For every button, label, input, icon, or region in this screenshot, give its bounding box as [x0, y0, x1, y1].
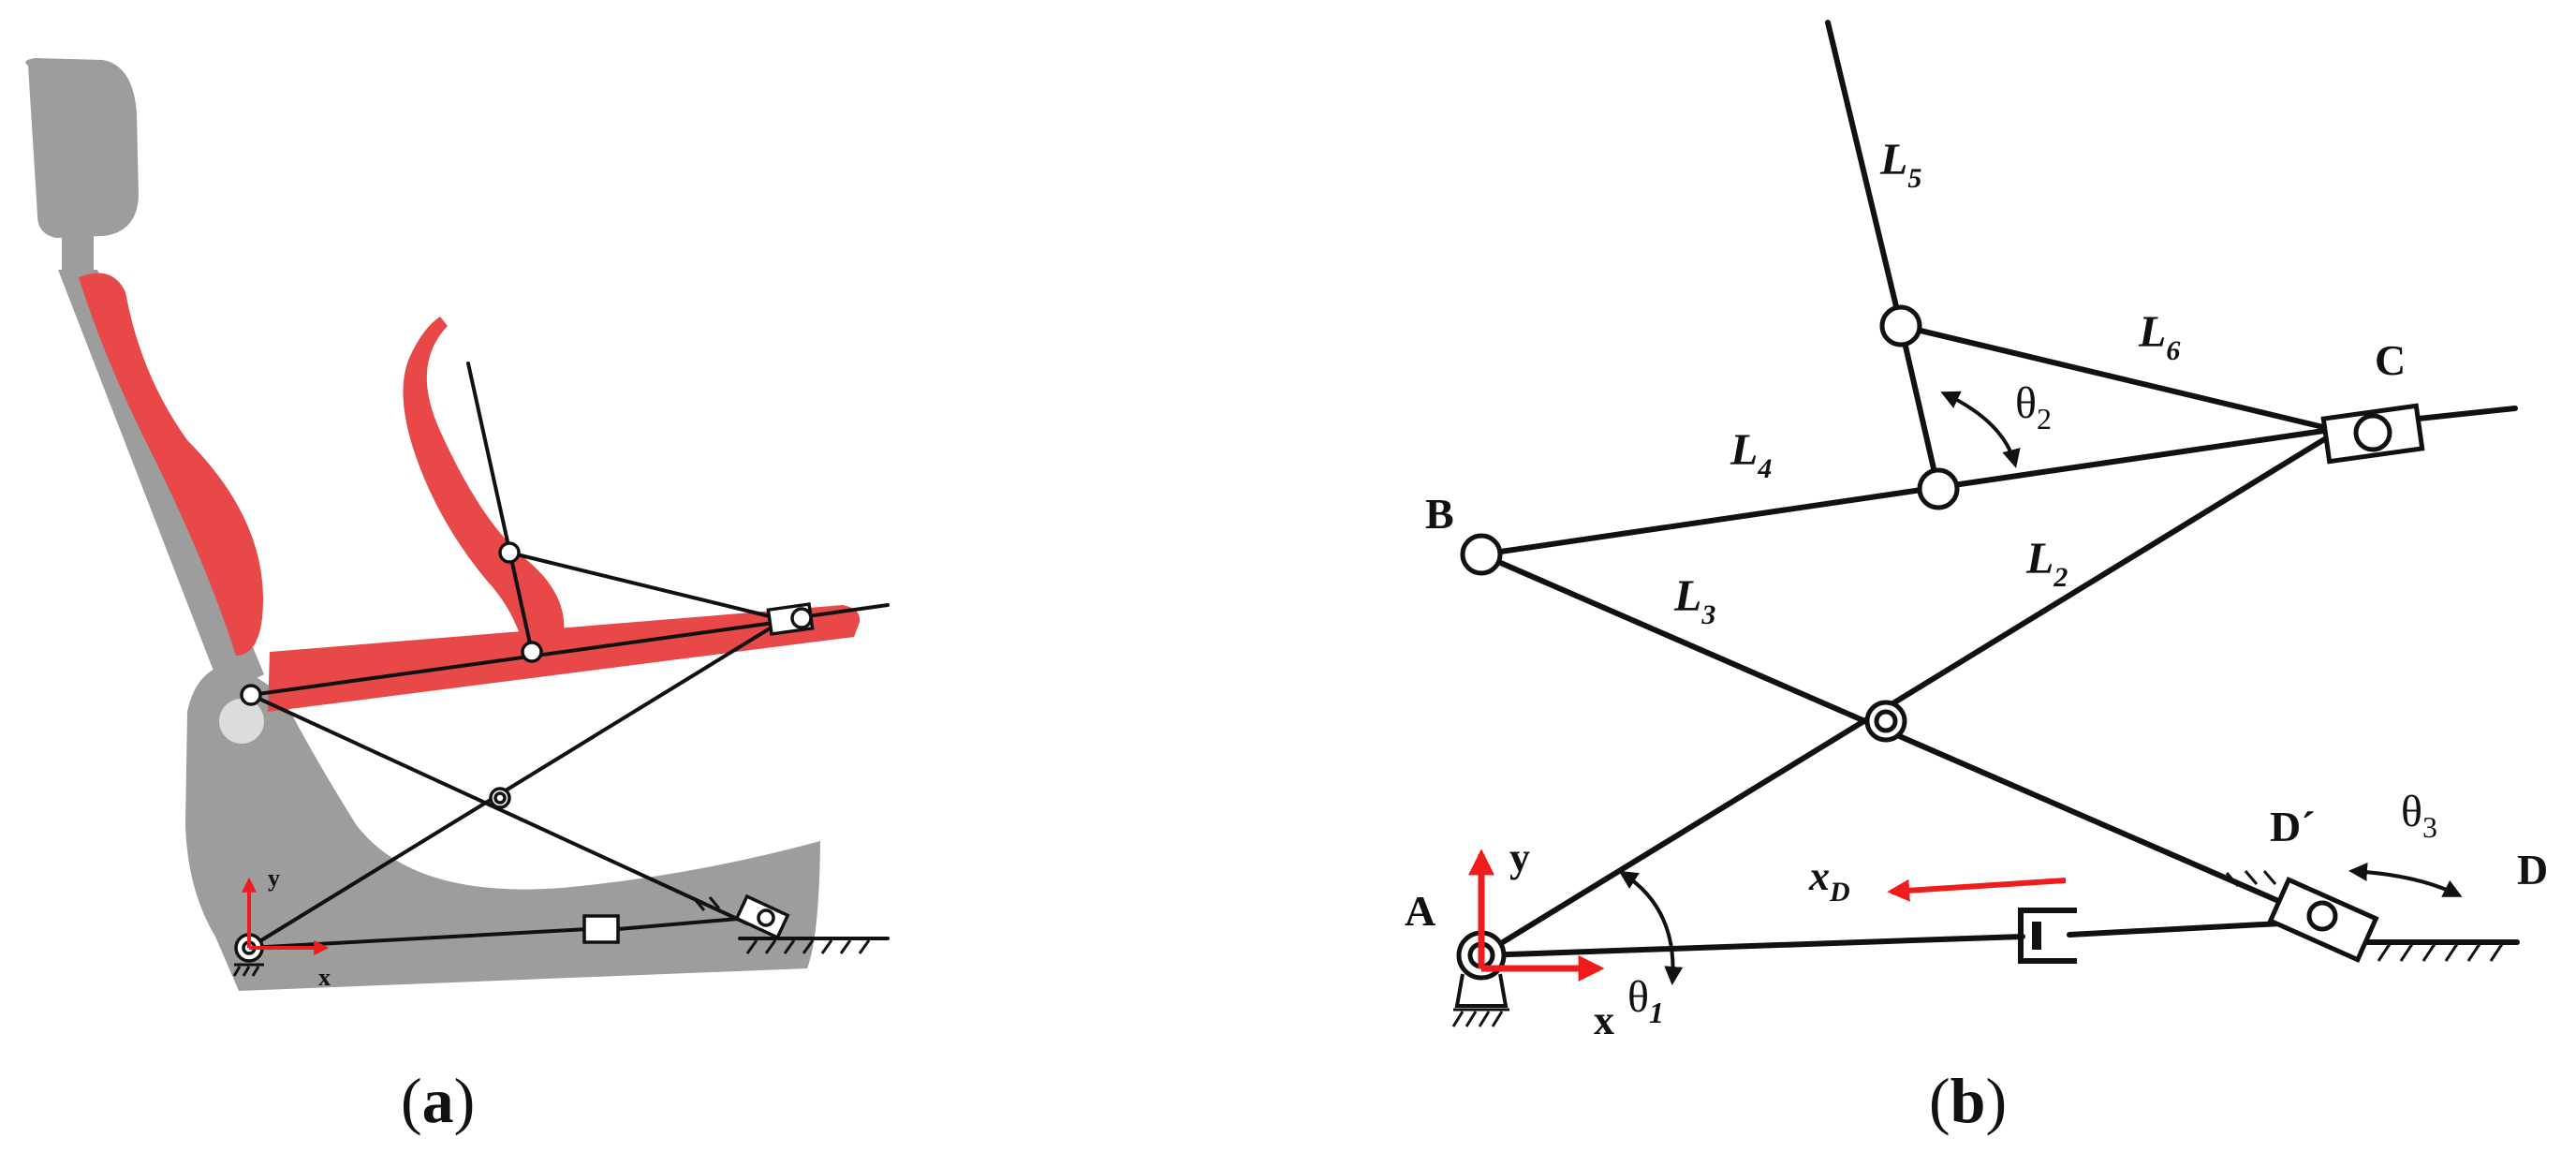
axis-y-label: y: [1509, 834, 1530, 880]
panel-b: B C A D D´ L5 L6 L4 L2 L3 θ1 θ2 θ3 xD y …: [1405, 20, 2548, 1043]
actuator-piston-head: [2032, 922, 2041, 950]
pivot-A-support: [1454, 973, 1509, 1008]
ground-a-origin-hatch: [232, 963, 264, 977]
joint-D: [2306, 900, 2338, 932]
joint-a-L4mid: [521, 641, 543, 663]
seat-backrest-cushion: [79, 273, 263, 656]
theta1-arc: [1618, 870, 1684, 985]
joint-C: [2353, 413, 2392, 452]
joint-a-C: [790, 607, 813, 629]
label-L6: L6: [2138, 307, 2180, 366]
joint-a-B: [240, 684, 262, 706]
link-a-L5: [466, 362, 534, 654]
label-L2: L2: [2025, 534, 2068, 593]
actuator-a: [582, 914, 620, 944]
label-C: C: [2375, 336, 2406, 384]
seat-headrest: [25, 58, 139, 238]
caption-a: (a): [401, 1065, 475, 1136]
label-theta3: θ3: [2401, 787, 2437, 844]
joint-a-D: [757, 908, 775, 927]
link-a-L6: [508, 551, 779, 620]
joint-L5-L6: [1879, 304, 1922, 347]
label-D-prime: D´: [2270, 803, 2316, 850]
actuator-rod: [1479, 934, 2025, 958]
label-L5: L5: [1879, 135, 1921, 194]
link-a-L3: [249, 693, 749, 925]
theta2-arc: [1940, 391, 2021, 468]
joint-L4-mid: [1917, 467, 1960, 510]
label-L4: L4: [1730, 425, 1772, 484]
link-a-actuator: [247, 927, 590, 950]
ground-b-hatch: [2225, 870, 2504, 962]
joint-a-L5: [498, 541, 521, 564]
xD-arrow: [1887, 878, 2067, 902]
label-L3: L3: [1673, 571, 1715, 630]
axis-a-x-label: x: [318, 964, 331, 991]
axis-a-y-label: y: [268, 864, 280, 892]
seat-base: [185, 663, 820, 991]
joint-B: [1460, 533, 1503, 576]
link-L6: [1898, 323, 2349, 436]
seat-legrest: [403, 317, 565, 648]
link-a-actuator-rod: [616, 916, 751, 931]
joint-a-center-inner: [493, 791, 507, 805]
ground-a-hatch: [693, 896, 871, 954]
joint-center-inner: [1874, 709, 1898, 733]
label-B: B: [1425, 490, 1454, 538]
caption-b: (b): [1929, 1065, 2007, 1136]
label-theta1: θ1: [1627, 972, 1664, 1029]
link-L3: [1479, 552, 2329, 924]
label-D: D: [2517, 846, 2548, 894]
label-theta2: θ2: [2015, 378, 2052, 436]
actuator-cylinder: [2018, 908, 2077, 964]
link-a-L2: [247, 616, 788, 950]
theta3-arc: [2348, 862, 2463, 897]
label-xD: xD: [1808, 853, 1850, 908]
link-L5: [1825, 20, 1904, 329]
axis-x-label: x: [1594, 997, 1614, 1043]
panel-a: y x: [25, 58, 890, 991]
seat-headrest-post: [62, 234, 94, 272]
link-L2: [1479, 436, 2329, 958]
link-L5-lower: [1898, 323, 1941, 492]
seat-hinge-disc: [219, 699, 264, 744]
ground-A-hatch: [1451, 1008, 1509, 1027]
label-A: A: [1405, 887, 1435, 935]
